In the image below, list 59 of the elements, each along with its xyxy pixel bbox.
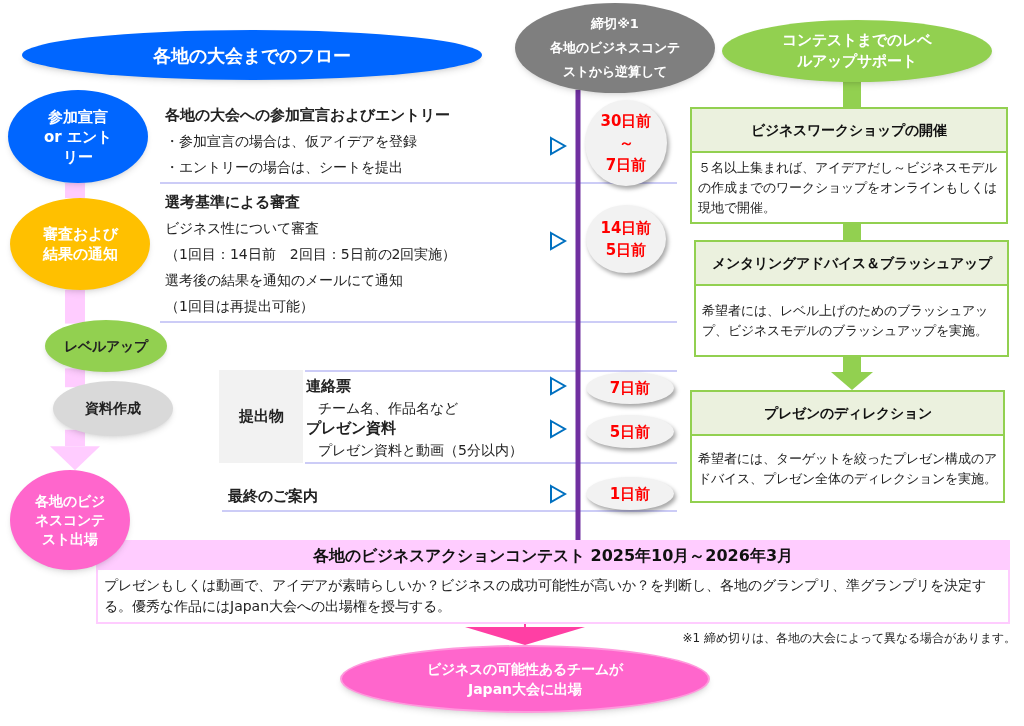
node-label: 5日前 [609, 421, 651, 443]
node-label: 1日前 [609, 483, 651, 505]
node-label: 資料作成 [85, 399, 141, 418]
node-label: 7日前 [609, 378, 651, 399]
row-text: 選考後の結果を通知のメールにて通知 [165, 271, 404, 290]
connector-bar [843, 82, 861, 107]
box-text: プレゼンもしくは動画で、アイデアが素晴らしいか？ビジネスの成功可能性が高いか？を判断し、各地のグランプリ、準グランプリを決定する。優秀な作品にはJapan大会への出場権を授与する。 [104, 576, 987, 616]
connector-bar [65, 182, 85, 199]
box-text: 希望者には、ターゲットを絞ったプレゼン構成のアドバイス、プレゼン全体のディレクションを実施。 [698, 449, 997, 488]
row-heading: 連絡票 [306, 376, 352, 396]
connector-bar [65, 368, 85, 388]
box-heading: 各地のビジネスアクションコンテスト 2025年10月～2026年3月 [313, 545, 793, 567]
box-heading: プレゼンのディレクション [763, 404, 932, 423]
node-label: 30日前 [600, 111, 652, 132]
row-heading: 最終のご案内 [228, 486, 319, 506]
node-label: レベルアップ [64, 336, 148, 356]
node-label: 5日前 [605, 240, 647, 261]
arrow [465, 623, 585, 645]
date-ellipse [586, 205, 666, 273]
node-label: 各地のビジネスコンテストから逆算して [549, 39, 681, 81]
row-text: ・エントリーの場合は、シートを提出 [165, 158, 404, 177]
node-label: 審査および結果の通知 [41, 224, 119, 264]
arrow [831, 357, 873, 390]
support-box [690, 107, 1008, 224]
node-label: 提出物 [238, 406, 284, 428]
date-ellipse [585, 100, 667, 186]
node-label: 締切※1 [591, 15, 639, 33]
date-ellipse [586, 372, 674, 404]
connector-bar [843, 224, 861, 240]
node-label: 14日前 [600, 218, 652, 239]
date-ellipse [586, 415, 674, 448]
row-text: ・参加宣言の場合は、仮アイデアを登録 [165, 132, 418, 151]
node-label: 各地の大会までのフロー [153, 43, 351, 68]
row-heading: 各地の大会への参加宣言およびエントリー [165, 105, 451, 125]
contest-banner [96, 540, 1010, 624]
node-label: ビジネスの可能性あるチームがJapan大会に出場 [426, 660, 625, 699]
support-box [694, 240, 1009, 357]
row-heading: プレゼン資料 [306, 418, 397, 438]
support-box [690, 390, 1005, 503]
node-label: ～ [618, 133, 634, 154]
row-text: ビジネス性について審査 [165, 219, 320, 238]
node-label: コンテストまでのレベルアップサポート [781, 30, 933, 72]
box-text: 希望者には、レベル上げのためのブラッシュアップ、ビジネスモデルのブラッシュアップを実施。 [702, 301, 989, 340]
node-label: 各地のビジネスコンテスト出場 [34, 491, 106, 549]
row-heading: 選考基準による審査 [165, 192, 301, 212]
row-text: （1回目：14日前 2回目：5日前の2回実施） [165, 245, 458, 264]
date-ellipse [586, 477, 674, 510]
box-text: ５名以上集まれば、アイデアだし～ビジネスモデルの作成までのワークショップをオンラインもしくは現地で開催。 [698, 158, 998, 217]
row-text: プレゼン資料と動画（5分以内） [318, 441, 524, 460]
node-label: 参加宣言 or エントリー [43, 106, 113, 167]
arrow [50, 429, 100, 471]
row-text: （1回目は再提出可能） [165, 297, 315, 316]
footnote: ※1 締め切りは、各地の大会によって異なる場合があります。 [681, 630, 1016, 647]
box-heading: メンタリングアドバイス＆ブラッシュアップ [711, 254, 992, 273]
row-text: チーム名、作品名など [318, 399, 459, 418]
box-heading: ビジネスワークショップの開催 [751, 121, 947, 140]
connector-bar [65, 289, 85, 324]
node-label: 7日前 [605, 155, 647, 176]
connector-bar [575, 89, 581, 540]
